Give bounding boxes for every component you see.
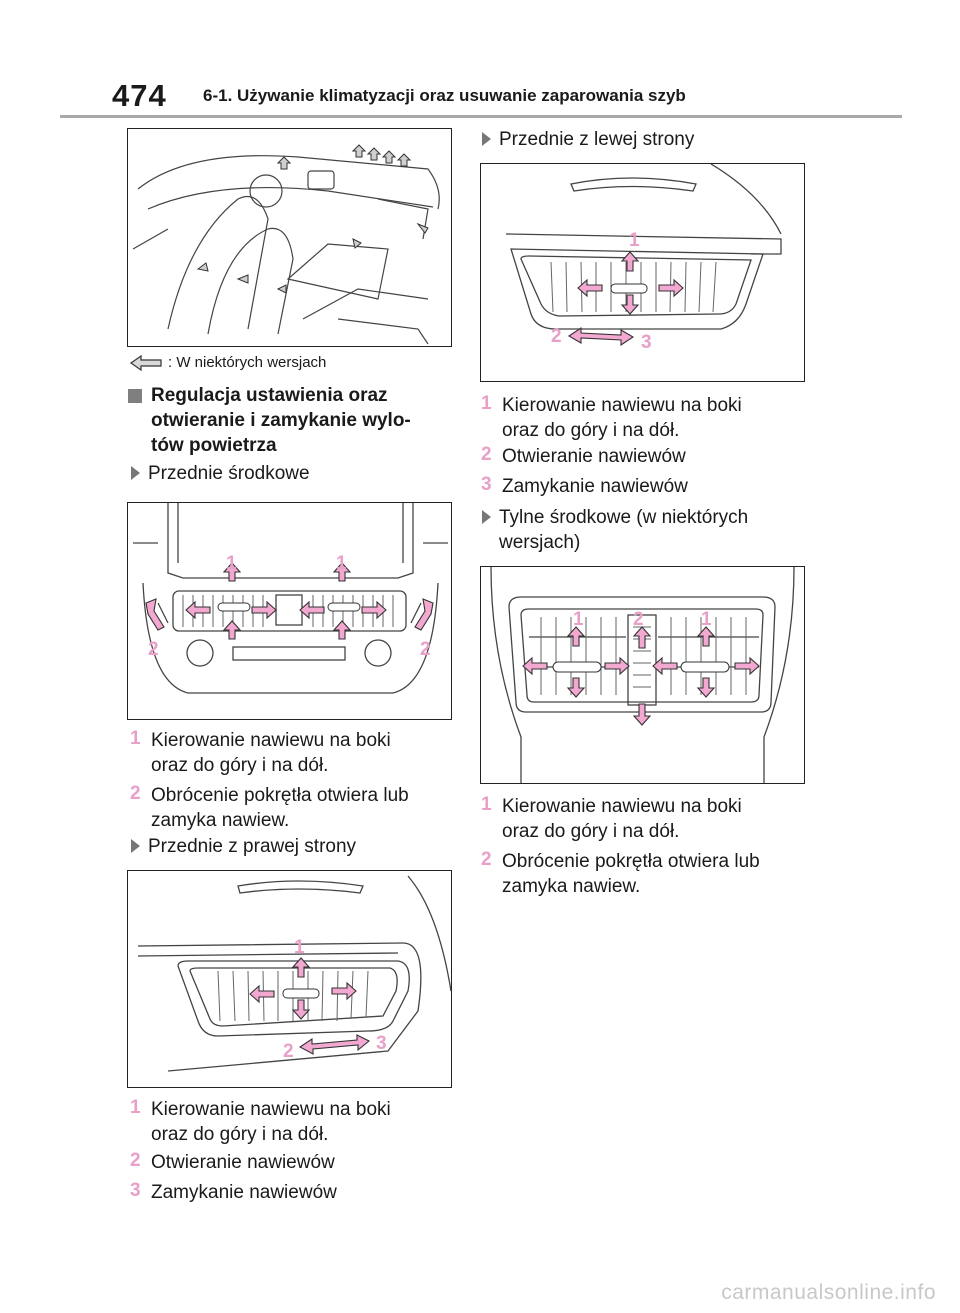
item-text: Kierowanie nawiewu na boki <box>502 796 742 817</box>
figure-label: 2 <box>283 1041 294 1062</box>
item-number: 1 <box>130 728 141 749</box>
figure-label: 2 <box>551 326 562 347</box>
item-text: zamyka nawiew. <box>151 810 290 831</box>
subsection-title-front-left: Przednie z lewej strony <box>499 129 695 150</box>
item-text: Otwieranie nawiewów <box>151 1152 335 1173</box>
item-number: 3 <box>481 474 492 495</box>
subsection-bullet-icon <box>482 510 491 524</box>
figure-rear-center-vents: 1 2 1 <box>480 566 805 784</box>
item-text: zamyka nawiew. <box>502 876 641 897</box>
page-number: 474 <box>112 78 167 113</box>
item-text: oraz do góry i na dół. <box>502 821 680 842</box>
subsection-title-rear-center-line-1: Tylne środkowe (w niektórych <box>499 507 749 528</box>
section-title: 6-1. Używanie klimatyzacji oraz usuwanie… <box>203 86 686 105</box>
header-rule <box>60 115 902 118</box>
figure-front-right-vent: 1 2 3 <box>127 870 452 1088</box>
section-heading-line-2: otwieranie i zamykanie wylo- <box>151 410 411 431</box>
item-text: Kierowanie nawiewu na boki <box>151 730 391 751</box>
item-number: 1 <box>481 393 492 414</box>
item-text: Kierowanie nawiewu na boki <box>151 1099 391 1120</box>
item-text: Zamykanie nawiewów <box>502 476 688 497</box>
watermark: carmanualsonline.info <box>721 1281 936 1304</box>
legend-text: : W niektórych wersjach <box>168 354 327 371</box>
item-number: 3 <box>130 1180 141 1201</box>
figure-front-center-vents: 1 1 2 2 <box>127 502 452 720</box>
item-text: Otwieranie nawiewów <box>502 446 686 467</box>
subsection-title-rear-center-line-2: wersjach) <box>499 532 581 553</box>
item-text: Obrócenie pokrętła otwiera lub <box>151 785 409 806</box>
item-text: Obrócenie pokrętła otwiera lub <box>502 851 760 872</box>
figure-label: 2 <box>420 639 431 660</box>
item-text: oraz do góry i na dół. <box>151 755 329 776</box>
item-text: Zamykanie nawiewów <box>151 1182 337 1203</box>
subsection-bullet-icon <box>482 132 491 146</box>
item-number: 2 <box>130 783 141 804</box>
figure-front-left-vent: 1 2 3 <box>480 163 805 382</box>
legend-arrow-icon <box>129 354 162 372</box>
figure-label: 1 <box>701 609 712 630</box>
heading-bullet-icon <box>128 389 142 403</box>
subsection-bullet-icon <box>131 839 140 853</box>
item-text: Kierowanie nawiewu na boki <box>502 395 742 416</box>
figure-label: 1 <box>336 553 347 574</box>
item-number: 2 <box>481 849 492 870</box>
section-heading-line-1: Regulacja ustawienia oraz <box>151 385 388 406</box>
figure-cabin-airflow <box>127 128 452 347</box>
item-text: oraz do góry i na dół. <box>502 420 680 441</box>
subsection-bullet-icon <box>131 466 140 480</box>
figure-label: 1 <box>573 609 584 630</box>
subsection-title-front-right: Przednie z prawej strony <box>148 836 357 857</box>
figure-label: 1 <box>629 230 640 251</box>
figure-label: 1 <box>294 937 305 958</box>
item-number: 1 <box>130 1097 141 1118</box>
section-heading-line-3: tów powietrza <box>151 435 277 456</box>
item-text: oraz do góry i na dół. <box>151 1124 329 1145</box>
item-number: 1 <box>481 794 492 815</box>
figure-label: 1 <box>226 553 237 574</box>
figure-label: 3 <box>376 1033 387 1054</box>
subsection-title-front-center: Przednie środkowe <box>148 463 310 484</box>
figure-label: 2 <box>633 609 644 630</box>
item-number: 2 <box>481 444 492 465</box>
figure-label: 3 <box>641 332 652 353</box>
figure-label: 2 <box>148 639 159 660</box>
item-number: 2 <box>130 1150 141 1171</box>
